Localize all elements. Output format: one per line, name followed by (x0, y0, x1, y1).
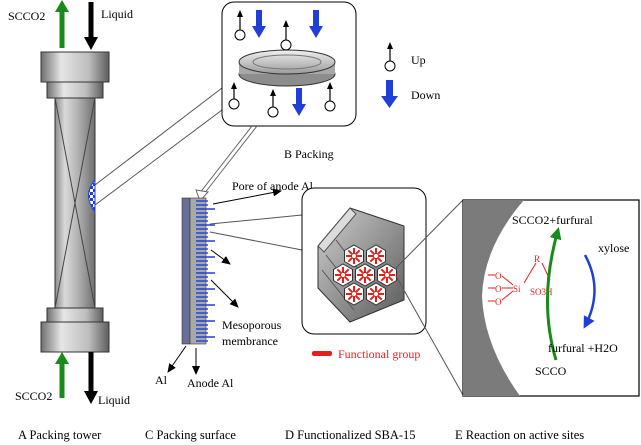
chem-o3: O (495, 297, 502, 307)
functional-group (336, 268, 343, 275)
functional-group (347, 287, 354, 294)
legend-up-label: Up (411, 53, 426, 67)
functional-group (347, 256, 354, 263)
chem-r: R (534, 254, 540, 264)
functional-group (376, 256, 383, 263)
functional-group (365, 275, 372, 282)
caption-e: E Reaction on active sites (455, 428, 584, 442)
down-arrow (252, 10, 266, 38)
functional-group (347, 294, 354, 301)
bubble-up (280, 20, 292, 51)
label-xylose: xylose (598, 241, 629, 255)
chem-so3h: SO3H (530, 287, 553, 297)
packing-tower: SCCO2 Liquid SCCO2 Liquid (8, 0, 133, 407)
zoom-line (209, 214, 303, 225)
bubble-up (324, 82, 336, 112)
caption-a: A Packing tower (18, 428, 102, 442)
zoom-line (395, 199, 464, 269)
caption-d: D Functionalized SBA-15 (285, 428, 416, 442)
functional-group (358, 275, 365, 282)
zoom-line (395, 275, 464, 396)
functional-group (354, 294, 361, 301)
label-pore: Pore of anode Al (232, 179, 314, 193)
legend-down-label: Down (411, 88, 440, 102)
functional-group (376, 249, 383, 256)
label-liquid-top: Liquid (101, 7, 133, 21)
packing-legend: Up Down (381, 42, 440, 108)
packing-highlight (88, 178, 96, 214)
pore-lines (196, 200, 215, 342)
label-scco2-bottom: SCCO2 (15, 389, 52, 403)
functional-group (387, 268, 394, 275)
functional-group (354, 287, 361, 294)
zoom-line (209, 231, 303, 251)
scco2-in-arrowhead (55, 352, 69, 364)
scco2-flow-arrow (546, 227, 562, 361)
functional-group (380, 275, 387, 282)
sba15-box (301, 187, 427, 335)
packing-box (221, 1, 357, 127)
packing-surface (181, 197, 215, 345)
functional-group (347, 249, 354, 256)
caption-c: C Packing surface (145, 428, 236, 442)
functional-group (343, 275, 350, 282)
label-anode-al: Anode Al (187, 376, 234, 390)
chem-o2: O (495, 284, 502, 294)
label-furfural-h2o: furfural +H2O (548, 341, 618, 355)
functional-group (369, 294, 376, 301)
pore-wall (463, 200, 524, 396)
functional-group (369, 287, 376, 294)
chem-si: Si (513, 284, 521, 294)
scco2-out-arrowhead (55, 0, 69, 12)
functional-group (376, 287, 383, 294)
down-arrow (309, 10, 323, 38)
chem-o1: O (495, 271, 502, 281)
label-membrane-1: Mesoporous (222, 318, 282, 332)
functional-group (365, 268, 372, 275)
active-site: O O O Si R SO3H (488, 254, 553, 307)
reaction-box: O O O Si R SO3H SCCO2+furfural xylose fu… (462, 199, 640, 397)
functional-group (369, 249, 376, 256)
label-scco2-top: SCCO2 (8, 9, 45, 23)
packing-title: B Packing (284, 147, 334, 161)
sba15-channels (333, 244, 397, 306)
label-al: Al (155, 373, 168, 387)
label-membrane-2: membrance (222, 334, 278, 348)
functional-group (376, 294, 383, 301)
tower-top-cap (40, 51, 110, 83)
bubble-up (228, 82, 240, 110)
functional-group-legend: Functional group (312, 347, 420, 361)
tower-bottom-cap (40, 321, 110, 353)
functional-group (354, 249, 361, 256)
label-scco: SCCO (535, 364, 567, 378)
bubble-up (234, 10, 246, 41)
functional-group (354, 256, 361, 263)
zoom-line (94, 109, 223, 206)
label-products: SCCO2+furfural (512, 213, 593, 227)
functional-group (369, 256, 376, 263)
functional-group (343, 268, 350, 275)
functional-group (336, 275, 343, 282)
down-arrow (292, 88, 306, 116)
functional-group (358, 268, 365, 275)
functional-group (380, 268, 387, 275)
bubble-up (267, 89, 279, 118)
liquid-in-arrowhead (84, 37, 98, 50)
label-liquid-bottom: Liquid (98, 393, 130, 407)
label-functional-group: Functional group (338, 347, 420, 361)
zoom-line (94, 87, 223, 186)
liquid-out-arrowhead (84, 391, 98, 404)
xylose-flow-arrow (583, 254, 596, 329)
functional-group (387, 275, 394, 282)
